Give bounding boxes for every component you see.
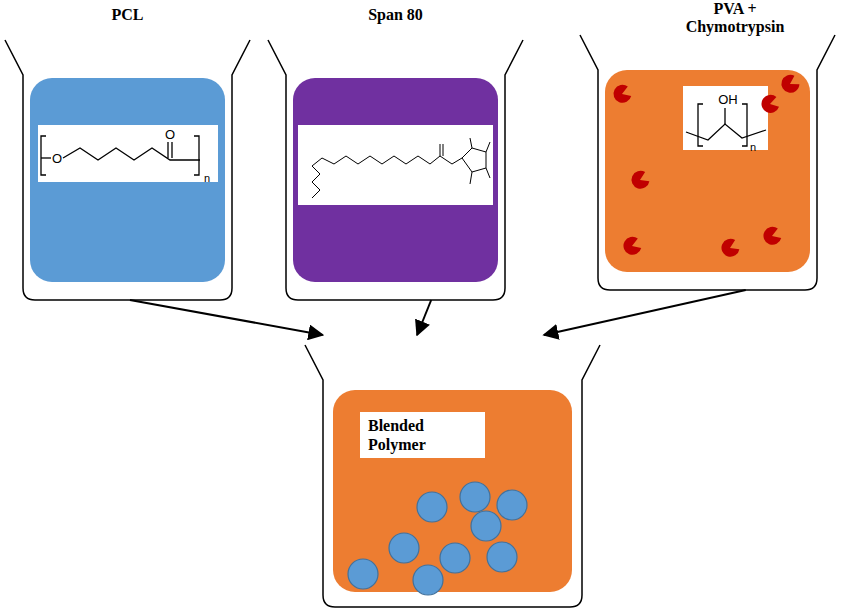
structure-panel bbox=[683, 86, 768, 150]
beaker-outline bbox=[268, 0, 523, 300]
structure-atom-label: OH bbox=[718, 93, 738, 106]
node-label: Blended Polymer bbox=[360, 412, 485, 458]
beaker: PCL bbox=[5, 0, 250, 300]
beaker-title: PCL bbox=[5, 6, 250, 24]
structure-panel bbox=[38, 125, 218, 182]
beaker: Blended Polymer bbox=[305, 335, 600, 607]
beaker: Span 80 bbox=[268, 0, 523, 300]
enzyme-symbol bbox=[611, 72, 801, 260]
beaker: PVA + Chymotrypsin bbox=[580, 0, 835, 290]
flow-arrow bbox=[544, 290, 746, 335]
pva-structure bbox=[686, 104, 766, 146]
pcl-droplet bbox=[348, 482, 527, 595]
beaker-title: PVA + Chymotrypsin bbox=[675, 0, 795, 37]
structure-atom-label: n bbox=[750, 142, 756, 153]
span80-solution bbox=[293, 78, 498, 282]
pva-solution bbox=[605, 70, 810, 272]
structure-panel bbox=[298, 125, 493, 205]
structure-atom-label: O bbox=[52, 152, 62, 165]
flow-arrow bbox=[130, 300, 323, 335]
span80-structure bbox=[312, 138, 490, 198]
beaker-title: Span 80 bbox=[268, 6, 523, 24]
beaker-outline bbox=[5, 0, 250, 300]
flow-arrow bbox=[417, 300, 431, 335]
pcl-solution bbox=[30, 78, 225, 282]
blend-solution bbox=[333, 390, 572, 592]
structure-atom-label: n bbox=[204, 173, 210, 184]
structure-atom-label: O bbox=[165, 128, 175, 141]
beaker-outline bbox=[305, 335, 600, 607]
beaker-outline bbox=[580, 0, 835, 290]
pcl-structure bbox=[41, 136, 200, 175]
